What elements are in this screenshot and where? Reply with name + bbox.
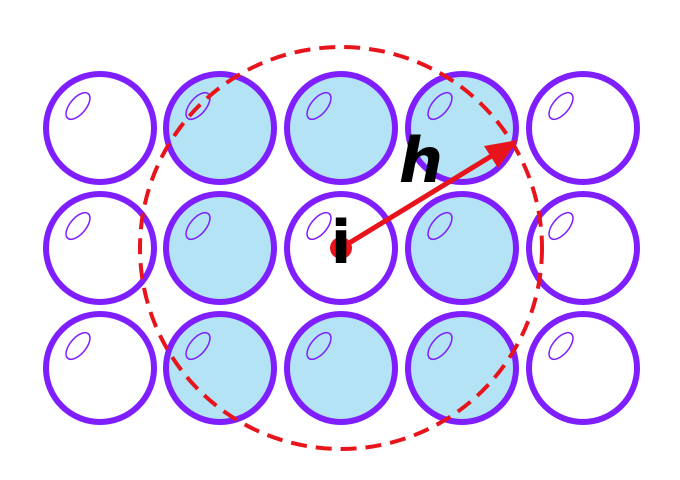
particle-r2-c1 [163,311,277,425]
neighbor-particle [405,311,519,425]
particle-highlight [427,211,453,241]
particle-r1-c3 [405,191,519,305]
particle-r0-c1 [163,71,277,185]
particle-r2-c3 [405,311,519,425]
particle-highlight [548,331,574,361]
outside-particle [43,191,157,305]
neighbor-particle [163,191,277,305]
particle-r1-c0 [43,191,157,305]
particle-r0-c0 [43,71,157,185]
particle-highlight [185,211,211,241]
particle-highlight [306,211,332,241]
neighbor-particle [284,311,398,425]
particle-r1-c4 [526,191,640,305]
particle-highlight [65,331,91,361]
radius-arrow [338,140,518,251]
particle-highlight [427,331,453,361]
particle-highlight [548,91,574,121]
particle-r2-c0 [43,311,157,425]
neighbor-particle [284,71,398,185]
particle-r0-c2 [284,71,398,185]
radius-label: h [399,124,443,197]
particle-r2-c2 [284,311,398,425]
neighbor-particle [163,311,277,425]
particle-highlight [306,331,332,361]
particle-r1-c1 [163,191,277,305]
particle-highlight [65,211,91,241]
particle-r2-c4 [526,311,640,425]
radius-arrow-head [484,140,518,168]
center-particle-label: i [331,208,352,278]
outside-particle [43,71,157,185]
particle-highlight [65,91,91,121]
particle-highlight [306,91,332,121]
outside-particle [43,311,157,425]
outside-particle [526,311,640,425]
center-point [330,237,352,259]
particle-r0-c4 [526,71,640,185]
particle-highlight [185,91,211,121]
outside-particle [526,71,640,185]
outside-particle [526,191,640,305]
particle-highlight [427,91,453,121]
particle-highlight [548,211,574,241]
radius-arrow-line [338,149,501,251]
neighbor-particle [163,71,277,185]
kernel-support-circle [138,45,544,451]
neighbor-particle [405,191,519,305]
particle-highlight [185,331,211,361]
